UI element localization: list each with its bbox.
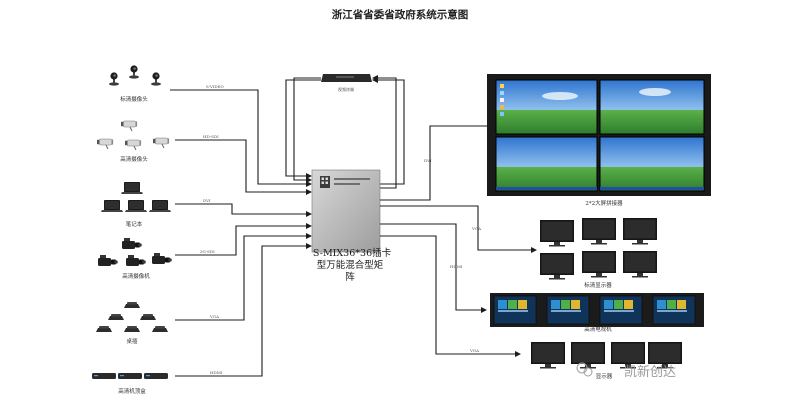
source-camcorder-group: 高清摄像机: [98, 238, 172, 280]
extra-monitor-array: 显示器: [531, 342, 682, 380]
watermark-text: 凯新创达: [624, 364, 676, 380]
line-label-hdsdi: HD-SDI: [203, 134, 219, 139]
source-label-settop: 高清机顶盒: [118, 387, 146, 395]
control-terminal: 视频终端: [285, 74, 405, 189]
control-terminal-label: 视频终端: [338, 86, 354, 92]
extra-label: 显示器: [596, 373, 613, 380]
line-label-hdmi: HDMI: [210, 370, 223, 375]
wire-svideo: [170, 89, 312, 187]
output-wires: DVI VGA HDMI VGA: [380, 123, 537, 357]
source-laptop-group: 笔记本: [101, 182, 171, 228]
source-terminal-group: 桌插: [96, 302, 168, 345]
line-label-vga: VGA: [209, 314, 219, 319]
wire-control-back-1: [372, 75, 397, 189]
source-hd-camera2-group: 高清摄像头: [96, 120, 170, 163]
monitors-label: 标清显示器: [584, 281, 612, 289]
out-label-vga2: VGA: [469, 348, 479, 353]
tvs-label: 高清电视机: [584, 325, 612, 333]
out-label-vga: VGA: [471, 226, 481, 231]
wire-out-tvs: [380, 223, 487, 313]
source-label-camcorder: 高清摄像机: [122, 272, 150, 280]
wire-dvi-laptop: [175, 203, 312, 217]
diagram-title: 浙江省省委省政府系统示意图: [332, 8, 469, 21]
out-label-hdmi: HDMI: [450, 264, 463, 269]
wire-control-back-2: [372, 77, 405, 185]
source-label-hd-camera2: 高清摄像头: [120, 155, 148, 163]
line-label-3gsdi: 3G-SDI: [200, 249, 215, 254]
source-label-laptop: 笔记本: [126, 220, 143, 228]
wire-3gsdi: [175, 223, 312, 256]
wire-hdsdi: [175, 139, 312, 195]
out-label-dvi: DVI: [424, 158, 432, 163]
matrix-label-line3: 阵: [345, 271, 355, 283]
source-settop-group: 高清机顶盒: [92, 373, 168, 395]
wire-out-extra: [380, 235, 521, 357]
source-label-hd-camera: 标清摄像头: [120, 95, 148, 103]
wire-hdmi-settop: [175, 243, 312, 377]
matrix-unit: S-MIX36*36插卡 型万能混合型矩 阵: [311, 169, 392, 283]
source-label-terminal: 桌插: [126, 337, 138, 345]
matrix-label-line2: 型万能混合型矩: [317, 259, 384, 271]
line-label-dvi: DVI: [203, 198, 211, 203]
watermark: 凯新创达: [576, 362, 676, 380]
wire-control-out-2: [285, 79, 321, 179]
wire-out-wall: [380, 123, 495, 201]
line-label-svideo: S-VIDEO: [206, 84, 225, 89]
video-wall-label: 2*2大屏拼接器: [585, 199, 623, 207]
wire-control-out-1: [293, 77, 321, 183]
matrix-label-line1: S-MIX36*36插卡: [313, 247, 392, 259]
tv-array: 高清电视机: [490, 293, 704, 333]
wire-vga-terminal: [175, 233, 312, 321]
source-hd-camera-group: 标清摄像头: [109, 65, 161, 103]
video-wall: 2*2大屏拼接器: [487, 74, 711, 207]
wire-out-monitors: [380, 205, 537, 253]
monitor-array: 标清显示器: [540, 218, 657, 289]
input-wires: S-VIDEO HD-SDI DVI 3G-SDI VGA HDMI: [170, 84, 312, 377]
